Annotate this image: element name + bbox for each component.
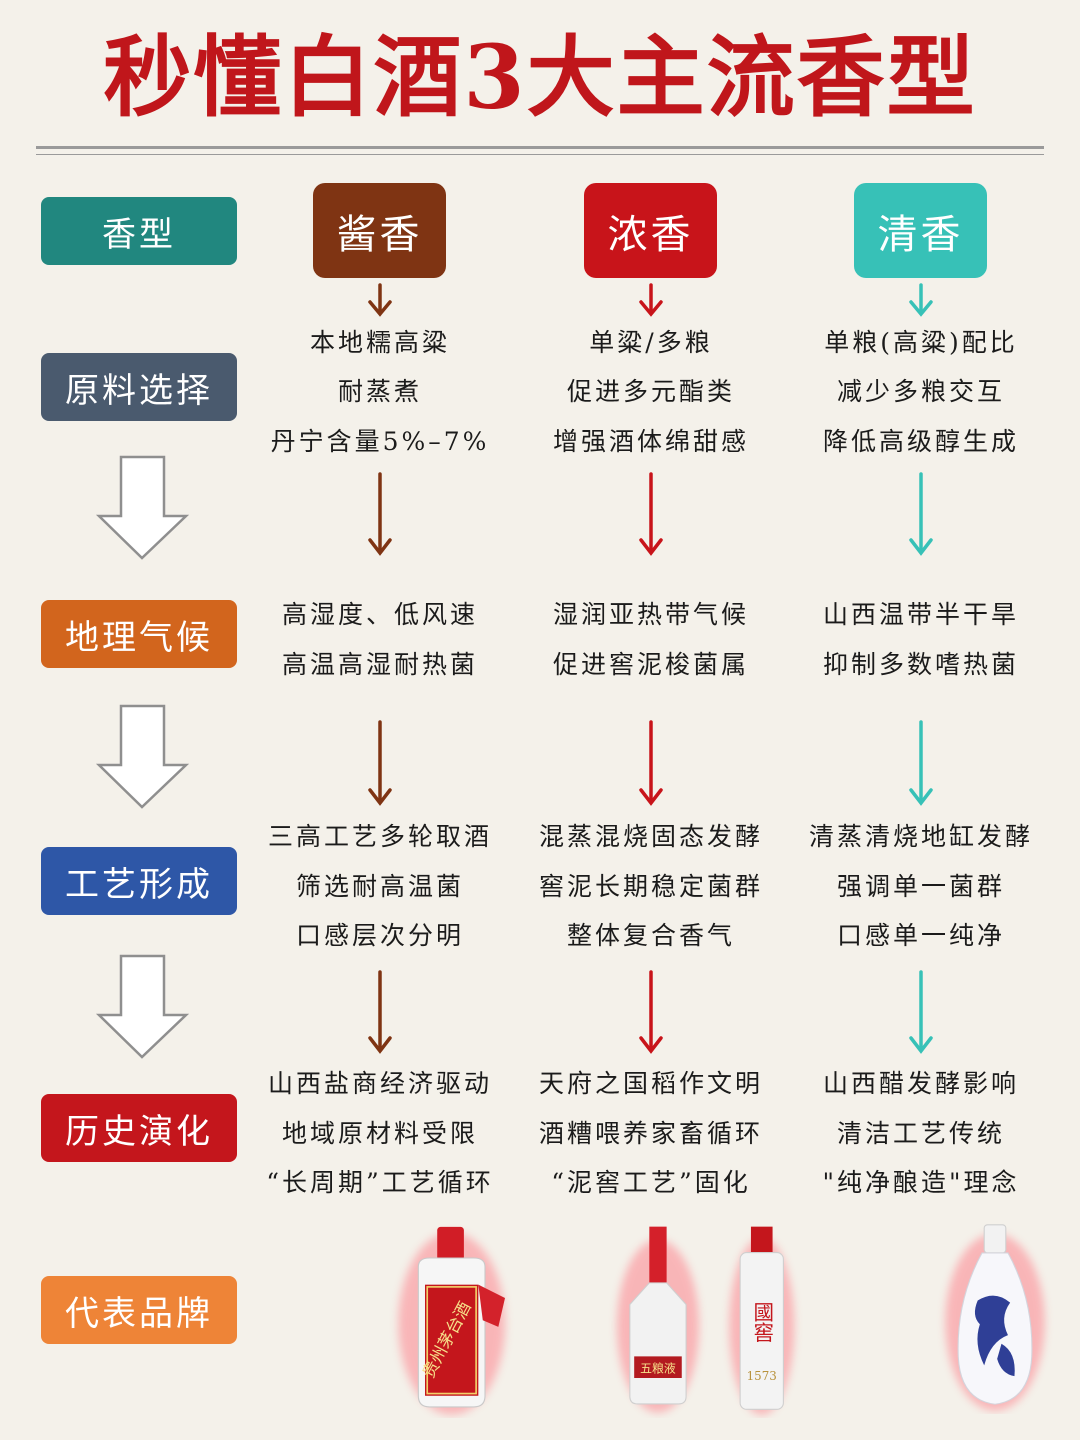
down-arrow-icon xyxy=(909,283,933,317)
qing-craft-1: 清蒸清烧地缸发酵 xyxy=(808,822,1033,851)
jiang-craft-3: 口感层次分明 xyxy=(295,921,464,950)
row-label-geo: 地理气候 xyxy=(41,600,237,668)
row-label-aroma: 香型 xyxy=(41,197,237,265)
title-divider xyxy=(36,146,1044,149)
qing-craft-2: 强调单一菌群 xyxy=(836,872,1005,901)
qing-raw-2: 减少多粮交互 xyxy=(836,377,1005,406)
fenjiu-bottle-image xyxy=(945,1224,1045,1411)
row-label-raw: 原料选择 xyxy=(41,353,237,421)
nong-geo-1: 湿润亚热带气候 xyxy=(552,600,749,629)
nong-craft-3: 整体复合香气 xyxy=(566,921,735,950)
nong-raw-3: 增强酒体绵甜感 xyxy=(552,427,749,456)
jiang-geo-1: 高湿度、低风速 xyxy=(281,600,478,629)
title-divider-thin xyxy=(36,154,1044,155)
qing-geo-1: 山西温带半干旱 xyxy=(822,600,1019,629)
nong-craft-2: 窖泥长期稳定菌群 xyxy=(538,872,763,901)
jiang-raw-1: 本地糯高粱 xyxy=(309,328,450,357)
jiang-history-1: 山西盐商经济驱动 xyxy=(267,1069,492,1098)
nong-raw-1: 单粱/多粮 xyxy=(589,328,713,357)
down-arrow-icon xyxy=(639,720,663,806)
qing-craft-3: 口感单一纯净 xyxy=(836,921,1005,950)
qing-raw-3: 降低高级醇生成 xyxy=(822,427,1019,456)
header-nong: 浓香 xyxy=(584,183,717,278)
moutai-bottle-image: 贵州茅台酒 xyxy=(398,1226,505,1415)
row-label-history: 历史演化 xyxy=(41,1094,237,1162)
header-qing: 清香 xyxy=(854,183,987,278)
guojiao-label: 國窖 xyxy=(750,1301,774,1342)
down-arrow-icon xyxy=(368,970,392,1054)
jiang-raw-3: 丹宁含量5%–7% xyxy=(270,427,490,456)
hollow-down-arrow-icon xyxy=(95,455,190,560)
down-arrow-icon xyxy=(368,720,392,806)
jiang-history-3: “长周期”工艺循环 xyxy=(266,1168,494,1197)
down-arrow-icon xyxy=(909,720,933,806)
down-arrow-icon xyxy=(909,970,933,1054)
qing-raw-1: 单粮(高粱)配比 xyxy=(824,328,1018,357)
down-arrow-icon xyxy=(368,283,392,317)
nong-history-2: 酒糟喂养家畜循环 xyxy=(538,1119,763,1148)
down-arrow-icon xyxy=(909,472,933,556)
wuliangye-label: 五粮液 xyxy=(640,1362,676,1376)
jiang-craft-2: 筛选耐高温菌 xyxy=(295,872,464,901)
qing-history-1: 山西醋发酵影响 xyxy=(822,1069,1019,1098)
down-arrow-icon xyxy=(639,970,663,1054)
row-label-craft: 工艺形成 xyxy=(41,847,237,915)
nong-history-3: “泥窖工艺”固化 xyxy=(551,1168,751,1197)
qing-history-3: "纯净酿造"理念 xyxy=(822,1168,1020,1197)
hollow-down-arrow-icon xyxy=(95,954,190,1059)
qing-geo-2: 抑制多数嗜热菌 xyxy=(822,650,1019,679)
row-label-brand: 代表品牌 xyxy=(41,1276,237,1344)
jiang-history-2: 地域原材料受限 xyxy=(281,1119,478,1148)
jiang-raw-2: 耐蒸煮 xyxy=(337,377,422,406)
down-arrow-icon xyxy=(639,472,663,556)
header-jiang: 酱香 xyxy=(313,183,446,278)
hollow-down-arrow-icon xyxy=(95,704,190,809)
guojiao-1573-label: 1573 xyxy=(747,1369,777,1383)
down-arrow-icon xyxy=(368,472,392,556)
qing-history-2: 清洁工艺传统 xyxy=(836,1119,1005,1148)
jiang-geo-2: 高温高湿耐热菌 xyxy=(281,650,478,679)
nong-bottles-image: 五粮液 國窖 1573 xyxy=(616,1226,795,1415)
jiang-craft-1: 三高工艺多轮取酒 xyxy=(267,822,492,851)
down-arrow-icon xyxy=(639,283,663,317)
page-title: 秒懂白酒3大主流香型 xyxy=(103,25,977,129)
nong-geo-2: 促进窖泥梭菌属 xyxy=(552,650,749,679)
nong-craft-1: 混蒸混烧固态发酵 xyxy=(538,822,763,851)
nong-raw-2: 促进多元酯类 xyxy=(566,377,735,406)
nong-history-1: 天府之国稻作文明 xyxy=(538,1069,763,1098)
